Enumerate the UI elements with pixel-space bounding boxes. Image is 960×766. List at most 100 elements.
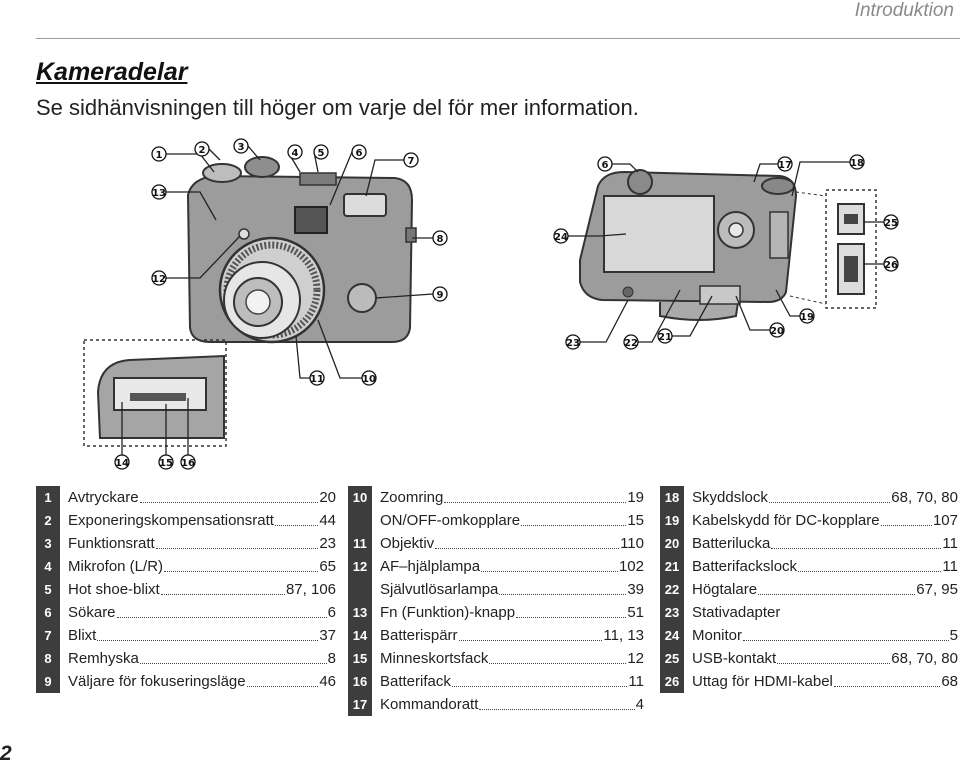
- leader-dots: [880, 525, 932, 526]
- callout-9: 9: [437, 290, 444, 301]
- section-header: Introduktion: [854, 0, 954, 21]
- part-label: Zoomring: [380, 489, 444, 506]
- part-number: 23: [664, 605, 680, 620]
- part-label: Kabelskydd för DC-kopplare: [692, 512, 880, 529]
- part-label: Uttag för HDMI-kabel: [692, 673, 833, 690]
- part-page-ref: 37: [319, 627, 336, 644]
- part-entry: 18 Skyddslock 68, 70, 80: [660, 486, 958, 509]
- leader-dots: [481, 571, 618, 572]
- leader-dots: [164, 571, 319, 572]
- part-label: USB-kontakt: [692, 650, 777, 667]
- callout-16: 16: [181, 458, 195, 469]
- part-page-ref: 68, 70, 80: [891, 650, 958, 667]
- part-number: 8: [44, 651, 52, 666]
- callout-5: 5: [318, 148, 325, 159]
- back-leader-lines: [568, 161, 884, 343]
- leader-dots: [777, 663, 891, 664]
- camera-front-illustration: [186, 156, 417, 344]
- part-number: 24: [664, 628, 680, 643]
- camera-bottom-illustration: [83, 339, 227, 458]
- page-number: 2: [0, 742, 12, 765]
- leader-dots: [458, 640, 603, 641]
- part-label: Självutlösarlampa: [380, 581, 499, 598]
- header-rule: [36, 38, 960, 39]
- part-number: 11: [353, 536, 367, 551]
- part-number: 10: [352, 490, 368, 505]
- part-page-ref: 20: [319, 489, 336, 506]
- part-entry: 7 Blixt 37: [36, 624, 336, 647]
- part-entry: 10 Zoomring 19: [348, 486, 644, 509]
- part-page-ref: 102: [618, 558, 644, 575]
- part-page-ref: 67, 95: [916, 581, 958, 598]
- part-label: Väljare för fokuseringsläge: [68, 673, 246, 690]
- part-label: Batterilucka: [692, 535, 771, 552]
- part-label: Fn (Funktion)-knapp: [380, 604, 516, 621]
- part-number: 18: [664, 490, 680, 505]
- part-number: 4: [44, 559, 52, 574]
- part-page-ref: 19: [627, 489, 644, 506]
- leader-dots: [768, 502, 891, 503]
- part-page-ref: 4: [635, 696, 644, 713]
- leader-dots: [743, 640, 949, 641]
- part-page-ref: 68, 70, 80: [891, 489, 958, 506]
- part-page-ref: 39: [627, 581, 644, 598]
- leader-dots: [139, 663, 327, 664]
- part-label: Skyddslock: [692, 489, 768, 506]
- part-number: 22: [664, 582, 680, 597]
- callout-7: 7: [408, 156, 415, 167]
- callout-6-back: 6: [602, 160, 609, 171]
- part-page-ref: 12: [627, 650, 644, 667]
- part-number: 21: [664, 559, 680, 574]
- part-page-ref: 6: [327, 604, 336, 621]
- part-number: 2: [44, 513, 52, 528]
- leader-dots: [435, 548, 620, 549]
- part-number: 12: [352, 559, 368, 574]
- callout-17: 17: [778, 160, 792, 171]
- page-subtitle: Se sidhänvisningen till höger om varje d…: [36, 95, 639, 120]
- callout-labels: 1 2 3 4 5 6 7 8 9 10 11 12 13 14 15 16 6…: [115, 142, 898, 469]
- part-label: Blixt: [68, 627, 97, 644]
- part-label: Minneskortsfack: [380, 650, 489, 667]
- part-label: ON/OFF-omkopplare: [380, 512, 521, 529]
- callout-8: 8: [437, 234, 444, 245]
- callout-14: 14: [115, 458, 129, 469]
- camera-back-illustration: [579, 169, 877, 321]
- part-label: Mikrofon (L/R): [68, 558, 164, 575]
- leader-dots: [516, 617, 627, 618]
- leader-dots: [499, 594, 627, 595]
- part-label: Kommandoratt: [380, 696, 479, 713]
- callout-21: 21: [658, 332, 672, 343]
- callout-6-front: 6: [356, 148, 363, 159]
- part-label: Remhyska: [68, 650, 139, 667]
- callout-3: 3: [238, 142, 245, 153]
- part-label: Funktionsratt: [68, 535, 155, 552]
- part-number: 5: [44, 582, 52, 597]
- callout-4: 4: [292, 148, 299, 159]
- callout-2: 2: [199, 145, 206, 156]
- leader-dots: [155, 548, 319, 549]
- part-label: Batterispärr: [380, 627, 458, 644]
- part-number: 7: [44, 628, 52, 643]
- callout-markers: [114, 138, 899, 470]
- part-number: 9: [44, 674, 52, 689]
- leader-dots: [97, 640, 319, 641]
- leader-dots: [274, 525, 319, 526]
- part-page-ref: 68: [941, 673, 958, 690]
